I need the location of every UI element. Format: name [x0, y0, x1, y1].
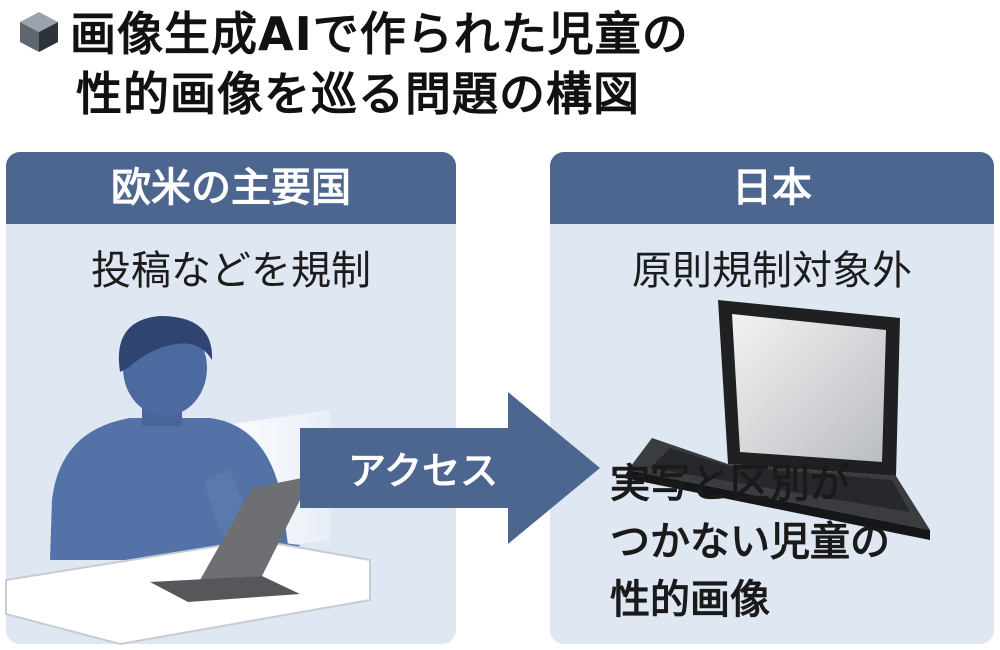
panel-header-japan: 日本: [550, 152, 994, 224]
desk-laptop-screen: [200, 476, 312, 580]
laptop-edge: [624, 470, 930, 540]
cube-icon: [20, 12, 58, 52]
panel-subtitle-western: 投稿などを規制: [91, 248, 371, 294]
person-hair: [118, 316, 213, 372]
access-arrow: [300, 392, 600, 544]
diagram-title: 画像生成AIで作られた児童の 性的画像を巡る問題の構図: [14, 4, 994, 124]
panel-header-western: 欧米の主要国: [6, 152, 456, 224]
japan-caption: 実写と区別が つかない児童の 性的画像: [610, 455, 890, 629]
caption-line-2: つかない児童の: [610, 519, 890, 565]
caption-line-3: 性的画像: [610, 577, 770, 623]
laptop-screen: [732, 314, 886, 462]
large-laptop: [624, 300, 930, 540]
arrow-label-access: アクセス: [348, 449, 499, 493]
panel-subtitle-japan: 原則規制対象外: [632, 248, 912, 294]
caption-line-1: 実写と区別が: [610, 461, 850, 507]
desk-laptop-base: [150, 576, 300, 602]
laptop-keyboard: [650, 448, 910, 512]
title-line-1: 画像生成AIで作られた児童の: [70, 7, 689, 61]
desk-laptop: [150, 476, 312, 602]
title-line-2: 性的画像を巡る問題の構図: [76, 67, 640, 121]
